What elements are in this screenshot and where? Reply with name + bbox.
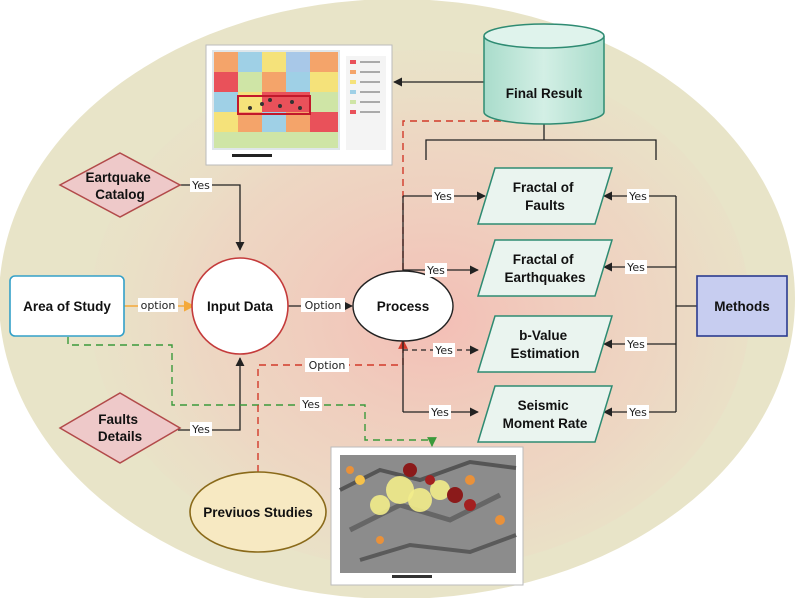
- area-of-study-node: Area of Study: [9, 275, 125, 337]
- final-result-label: Final Result: [506, 86, 583, 101]
- b-value-line1: b-Value: [519, 328, 568, 343]
- fractal-earthquakes-line2: Earthquakes: [504, 270, 585, 285]
- fractal-faults-line2: Faults: [525, 198, 565, 213]
- edge-label-faults-yes: Yes: [191, 423, 210, 436]
- svg-text:b-Value Estimation: b-Value Estimation: [510, 328, 579, 361]
- process-node: Process: [352, 270, 454, 342]
- input-data-label: Input Data: [207, 299, 273, 314]
- fractal-earthquakes-line1: Fractal of: [513, 252, 574, 267]
- earthquake-catalog-line1: Eartquake: [85, 170, 151, 185]
- input-data-node: Input Data: [191, 257, 289, 355]
- final-result-node: Final Result: [483, 23, 605, 125]
- seismicity-map-image: [330, 446, 524, 586]
- earthquake-catalog-node: Eartquake Catalog: [58, 152, 182, 218]
- area-of-study-label: Area of Study: [23, 299, 111, 314]
- edge-label-to-bvalue: Yes: [434, 344, 453, 357]
- b-value-node: b-Value Estimation: [476, 315, 614, 373]
- previous-studies-label: Previuos Studies: [203, 505, 313, 520]
- edge-label-group: Yes Yes option Option Option Yes Yes Yes…: [138, 178, 649, 436]
- edge-label-methods-seismic: Yes: [628, 406, 647, 419]
- b-value-line2: Estimation: [510, 346, 579, 361]
- edge-label-to-seismic: Yes: [430, 406, 449, 419]
- edge-label-to-fractal-eq: Yes: [426, 264, 445, 277]
- svg-text:Eartquake Catalog: Eartquake Catalog: [85, 170, 154, 202]
- edge-area-map: [67, 337, 437, 447]
- faults-details-line1: Faults: [98, 412, 138, 427]
- faults-details-line2: Details: [98, 429, 142, 444]
- edge-label-methods-fractal-eq: Yes: [626, 261, 645, 274]
- methods-node: Methods: [696, 275, 788, 337]
- study-area-map-image: [205, 44, 393, 166]
- seismic-moment-line1: Seismic: [518, 398, 570, 413]
- seismic-moment-line2: Moment Rate: [503, 416, 588, 431]
- svg-text:Seismic Moment Rate: Seismic Moment Rate: [503, 398, 588, 431]
- edge-methods-bracket: [425, 139, 657, 160]
- faults-details-node: Faults Details: [58, 392, 182, 464]
- methods-label: Methods: [714, 299, 770, 314]
- edge-label-input-option: Option: [305, 299, 342, 312]
- edge-label-methods-fractal-faults: Yes: [628, 190, 647, 203]
- edge-label-catalog-yes: Yes: [191, 179, 210, 192]
- fractal-earthquakes-node: Fractal of Earthquakes: [476, 239, 614, 297]
- previous-studies-node: Previuos Studies: [189, 471, 327, 553]
- fractal-faults-line1: Fractal of: [513, 180, 574, 195]
- svg-text:Fractal of Earthquakes: Fractal of Earthquakes: [504, 252, 585, 285]
- edge-label-previous-option: Option: [309, 359, 346, 372]
- edge-label-area-yes: Yes: [301, 398, 320, 411]
- edge-label-area-option: option: [141, 299, 176, 312]
- earthquake-catalog-line2: Catalog: [95, 187, 145, 202]
- process-label: Process: [377, 299, 430, 314]
- fractal-faults-node: Fractal of Faults: [476, 167, 614, 225]
- edge-label-methods-bvalue: Yes: [626, 338, 645, 351]
- seismic-moment-node: Seismic Moment Rate: [476, 385, 614, 443]
- edge-label-to-fractal-faults: Yes: [433, 190, 452, 203]
- svg-text:Faults Details: Faults Details: [98, 412, 142, 444]
- svg-text:Fractal of Faults: Fractal of Faults: [513, 180, 578, 213]
